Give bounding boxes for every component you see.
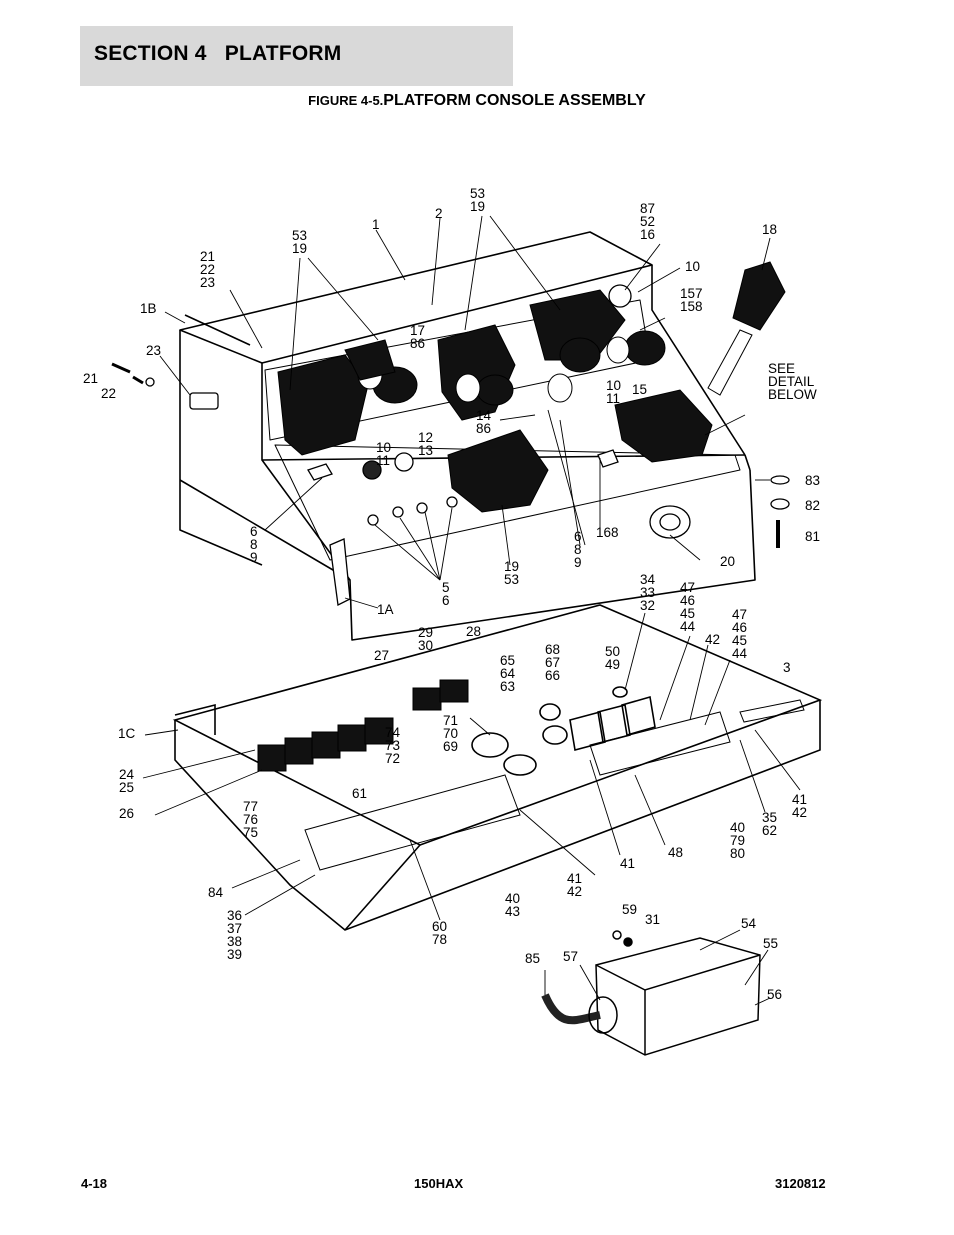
- callout-label: 1: [372, 217, 380, 232]
- callout-label: 82: [805, 498, 820, 513]
- document-number: 3120812: [775, 1176, 826, 1191]
- callout-label: 57: [563, 949, 578, 964]
- callout-label: 55: [763, 936, 778, 951]
- figure-name: PLATFORM CONSOLE ASSEMBLY: [383, 92, 646, 109]
- callout-label: 3: [783, 660, 791, 675]
- callout-label: 2: [435, 206, 443, 221]
- callout-label: 83: [805, 473, 820, 488]
- page-number: 4-18: [81, 1176, 108, 1191]
- figure-number: FIGURE 4-5.: [308, 93, 384, 108]
- callout-label: 84: [208, 885, 224, 900]
- section-header: SECTION 4 PLATFORM: [80, 26, 513, 86]
- junction-box: [541, 930, 761, 1056]
- section-label: SECTION 4: [94, 42, 207, 65]
- callout-label: 21: [83, 371, 98, 386]
- callout-label: 61: [352, 786, 367, 801]
- callout-label: 26: [119, 806, 134, 821]
- callout-label: 81: [805, 529, 820, 544]
- callout-label: 22: [101, 386, 116, 401]
- callout-label: 31: [645, 912, 660, 927]
- callout-label: 59: [622, 902, 637, 917]
- callout-label: 15: [632, 382, 647, 397]
- callout-label: 23: [146, 343, 161, 358]
- switch-knobs: [111, 284, 790, 606]
- callout-label: 168: [596, 525, 619, 540]
- callout-label: 10: [685, 259, 700, 274]
- callout-label: 28: [466, 624, 481, 639]
- callout-label: 48: [668, 845, 683, 860]
- model-number: 150HAX: [414, 1176, 464, 1191]
- section-name: PLATFORM: [224, 42, 342, 65]
- callout-label: 41: [620, 856, 635, 871]
- callout-label: 1A: [377, 602, 394, 617]
- callout-label: 42: [705, 632, 720, 647]
- callout-label: 56: [767, 987, 782, 1002]
- callout-label: 1B: [140, 301, 157, 316]
- callout-label: 27: [374, 648, 389, 663]
- callout-label: 54: [741, 916, 757, 931]
- connector-blocks: [257, 679, 469, 772]
- callout-label: 18: [762, 222, 777, 237]
- lower-box: [172, 604, 823, 931]
- callout-label: 85: [525, 951, 540, 966]
- controller-blocks: [277, 261, 786, 513]
- callout-label: 1C: [118, 726, 136, 741]
- section-title: SECTION 4 PLATFORM: [94, 42, 341, 66]
- leader-lines: [142, 215, 801, 1006]
- figure-title: FIGURE 4-5.PLATFORM CONSOLE ASSEMBLY: [0, 92, 954, 110]
- callout-label: 20: [720, 554, 735, 569]
